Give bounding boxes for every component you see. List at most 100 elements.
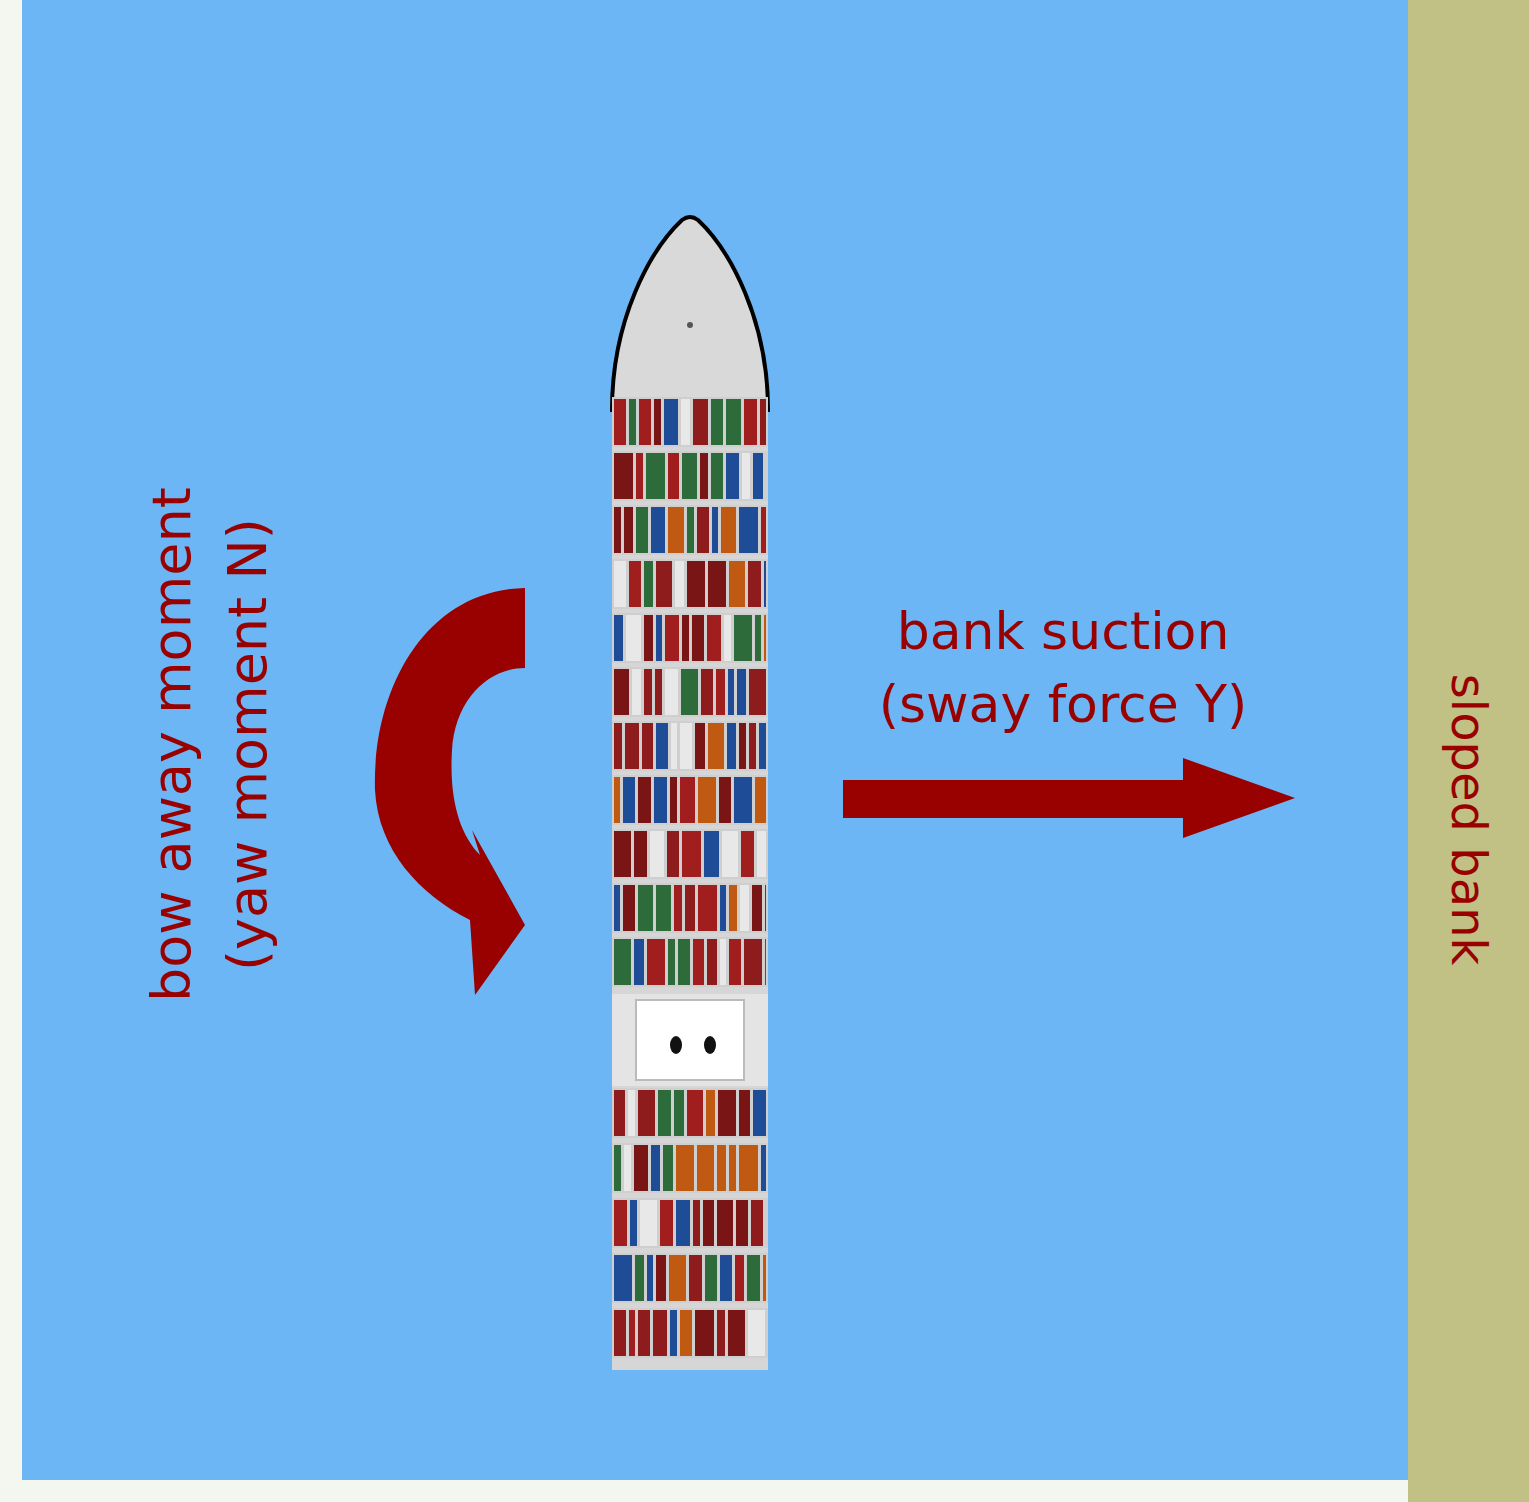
container	[722, 831, 738, 877]
bank-label: sloped bank	[1435, 674, 1502, 966]
container	[695, 723, 705, 769]
container	[614, 885, 620, 931]
hull	[612, 398, 768, 1370]
container	[711, 399, 723, 445]
container	[676, 1200, 690, 1246]
container	[765, 885, 766, 931]
container	[614, 1090, 625, 1136]
container	[663, 1145, 673, 1191]
container	[726, 453, 739, 499]
container	[698, 777, 716, 823]
container	[665, 615, 679, 661]
container	[614, 399, 626, 445]
container	[629, 399, 636, 445]
container	[687, 561, 705, 607]
container	[706, 1090, 715, 1136]
container	[703, 1200, 714, 1246]
container	[707, 615, 721, 661]
container	[638, 1310, 650, 1356]
bank-band: sloped bank	[1408, 0, 1529, 1502]
container	[764, 615, 766, 661]
container	[763, 1255, 766, 1301]
container-row	[612, 1088, 768, 1138]
container	[682, 831, 701, 877]
container	[644, 615, 653, 661]
container	[708, 561, 726, 607]
container	[720, 1255, 732, 1301]
container	[695, 1310, 714, 1356]
container	[739, 507, 758, 553]
container	[752, 885, 762, 931]
bow	[612, 217, 768, 410]
container	[717, 1145, 726, 1191]
container	[737, 669, 746, 715]
container	[744, 939, 762, 985]
funnel	[670, 1036, 682, 1054]
container	[748, 1310, 765, 1356]
container	[729, 939, 741, 985]
container	[741, 831, 754, 877]
container	[668, 453, 679, 499]
yaw-moment-arrow	[375, 588, 525, 995]
container	[712, 507, 718, 553]
container	[640, 1200, 657, 1246]
container	[704, 831, 719, 877]
container	[718, 1090, 736, 1136]
container	[614, 1145, 621, 1191]
container	[660, 1200, 673, 1246]
container	[749, 669, 766, 715]
container	[634, 939, 644, 985]
container	[674, 1090, 684, 1136]
container	[739, 1145, 758, 1191]
superstructure-deck	[612, 994, 768, 1086]
container-row	[612, 397, 768, 447]
container	[665, 669, 678, 715]
container-row	[612, 937, 768, 987]
container	[678, 939, 690, 985]
container	[728, 1310, 745, 1356]
container	[654, 777, 667, 823]
container	[634, 1145, 648, 1191]
container	[614, 507, 621, 553]
container	[669, 1255, 686, 1301]
container	[656, 615, 662, 661]
container	[747, 1255, 760, 1301]
container	[614, 561, 626, 607]
container	[614, 1310, 626, 1356]
container	[708, 723, 724, 769]
container	[668, 939, 675, 985]
container	[614, 831, 631, 877]
container	[670, 1310, 677, 1356]
container	[748, 561, 761, 607]
container	[614, 1255, 632, 1301]
container	[734, 777, 752, 823]
container	[675, 561, 684, 607]
container	[729, 561, 745, 607]
container	[636, 453, 643, 499]
container	[614, 615, 623, 661]
container	[765, 939, 766, 985]
container	[680, 723, 692, 769]
container	[632, 669, 641, 715]
container	[614, 453, 633, 499]
container	[682, 453, 697, 499]
container	[639, 399, 651, 445]
container	[625, 723, 639, 769]
container	[729, 885, 737, 931]
container	[642, 723, 653, 769]
container-row	[612, 721, 768, 771]
container	[671, 723, 677, 769]
funnel	[704, 1036, 716, 1054]
container	[698, 885, 717, 931]
container	[687, 1090, 703, 1136]
container	[728, 669, 734, 715]
container	[647, 939, 665, 985]
container	[757, 831, 766, 877]
sway-arrow-head	[1183, 758, 1295, 838]
container	[761, 507, 766, 553]
container	[624, 507, 633, 553]
sway-arrow-shaft	[843, 780, 1185, 818]
container	[681, 399, 690, 445]
container	[760, 399, 766, 445]
container	[693, 399, 708, 445]
